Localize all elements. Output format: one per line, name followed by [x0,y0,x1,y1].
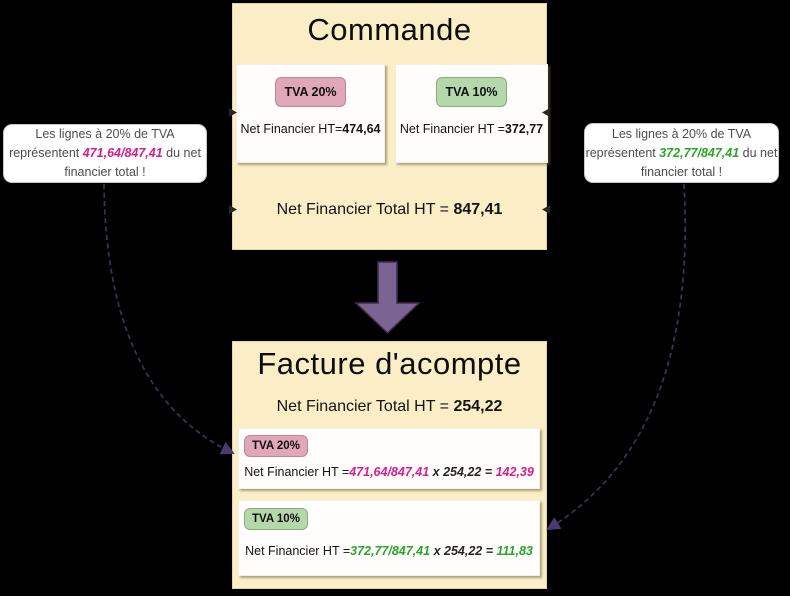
callout-line: financier total ! [640,164,723,179]
callout-text: représentent [585,145,660,160]
callout-text: représentent [9,146,83,160]
calc-result: 142,39 [495,465,534,479]
callout-line: représentent 372,77/847,41 du net [585,144,778,163]
facture-calc-line-tva10: Net Financier HT =372,77/847,41 x 254,22… [239,544,539,558]
commande-total-value: 847,41 [453,201,503,218]
calc-fraction: 471,64/847,41 [349,465,430,479]
commande-total-prefix: Net Financier Total HT = [276,201,454,218]
facture-calc-line-tva20: Net Financier HT =471,64/847,41 x 254,22… [239,465,539,479]
facture-title: Facture d'acompte [257,346,522,381]
tva10-badge: TVA 10% [436,77,507,107]
commande-card-tva10: TVA 10% Net Financier HT =372,77 [395,64,548,163]
callout-left: Les lignes à 20% de TVA représentent 471… [3,124,207,183]
net-financier-ht-line: Net Financier HT=474,64 [240,122,380,136]
commande-total-line: Net Financier Total HT = 847,41 [233,201,546,219]
facture-box: Facture d'acompte Net Financier Total HT… [232,341,547,589]
tva20-badge: TVA 20% [244,435,308,457]
calc-multiplier: x 254,22 = [430,544,497,558]
net-financier-ht-value: 372,77 [504,122,544,136]
commande-title: Commande [307,12,472,47]
flow-down-arrow-icon [354,261,421,335]
callout-right: Les lignes à 20% de TVA représentent 372… [584,123,779,183]
net-financier-ht-line: Net Financier HT =372,77 [400,122,543,136]
facture-total-value: 254,22 [453,398,503,415]
net-financier-ht-prefix: Net Financier HT = [399,122,505,136]
callout-text: du net [162,146,201,160]
calc-prefix: Net Financier HT = [245,544,351,558]
callout-line: représentent 471,64/847,41 du net [4,144,206,163]
commande-box: Commande TVA 20% Net Financier HT=474,64… [232,3,548,250]
callout-text: du net [739,145,778,160]
net-financier-ht-value: 474,64 [342,122,381,136]
calc-fraction: 372,77/847,41 [350,544,431,558]
dashed-connector-right [546,183,687,531]
net-financier-ht-prefix: Net Financier HT= [240,122,343,136]
calc-result: 111,83 [496,544,533,558]
callout-fraction: 372,77/847,41 [659,145,740,160]
tva10-badge: TVA 10% [244,508,308,530]
calc-multiplier: x 254,22 = [429,465,496,479]
facture-card-tva20: TVA 20% Net Financier HT =471,64/847,41 … [238,428,540,489]
facture-card-tva10: TVA 10% Net Financier HT =372,77/847,41 … [238,500,540,576]
facture-total-prefix: Net Financier Total HT = [276,398,454,415]
facture-total-line: Net Financier Total HT = 254,22 [233,398,546,416]
calc-prefix: Net Financier HT = [244,465,350,479]
tva20-badge: TVA 20% [275,77,346,107]
callout-line: financier total ! [64,165,146,179]
dashed-connector-left [103,183,235,455]
callout-fraction: 471,64/847,41 [82,146,163,160]
commande-card-tva20: TVA 20% Net Financier HT=474,64 [236,64,385,163]
callout-line: Les lignes à 20% de TVA [35,127,175,141]
callout-line: Les lignes à 20% de TVA [611,126,752,141]
